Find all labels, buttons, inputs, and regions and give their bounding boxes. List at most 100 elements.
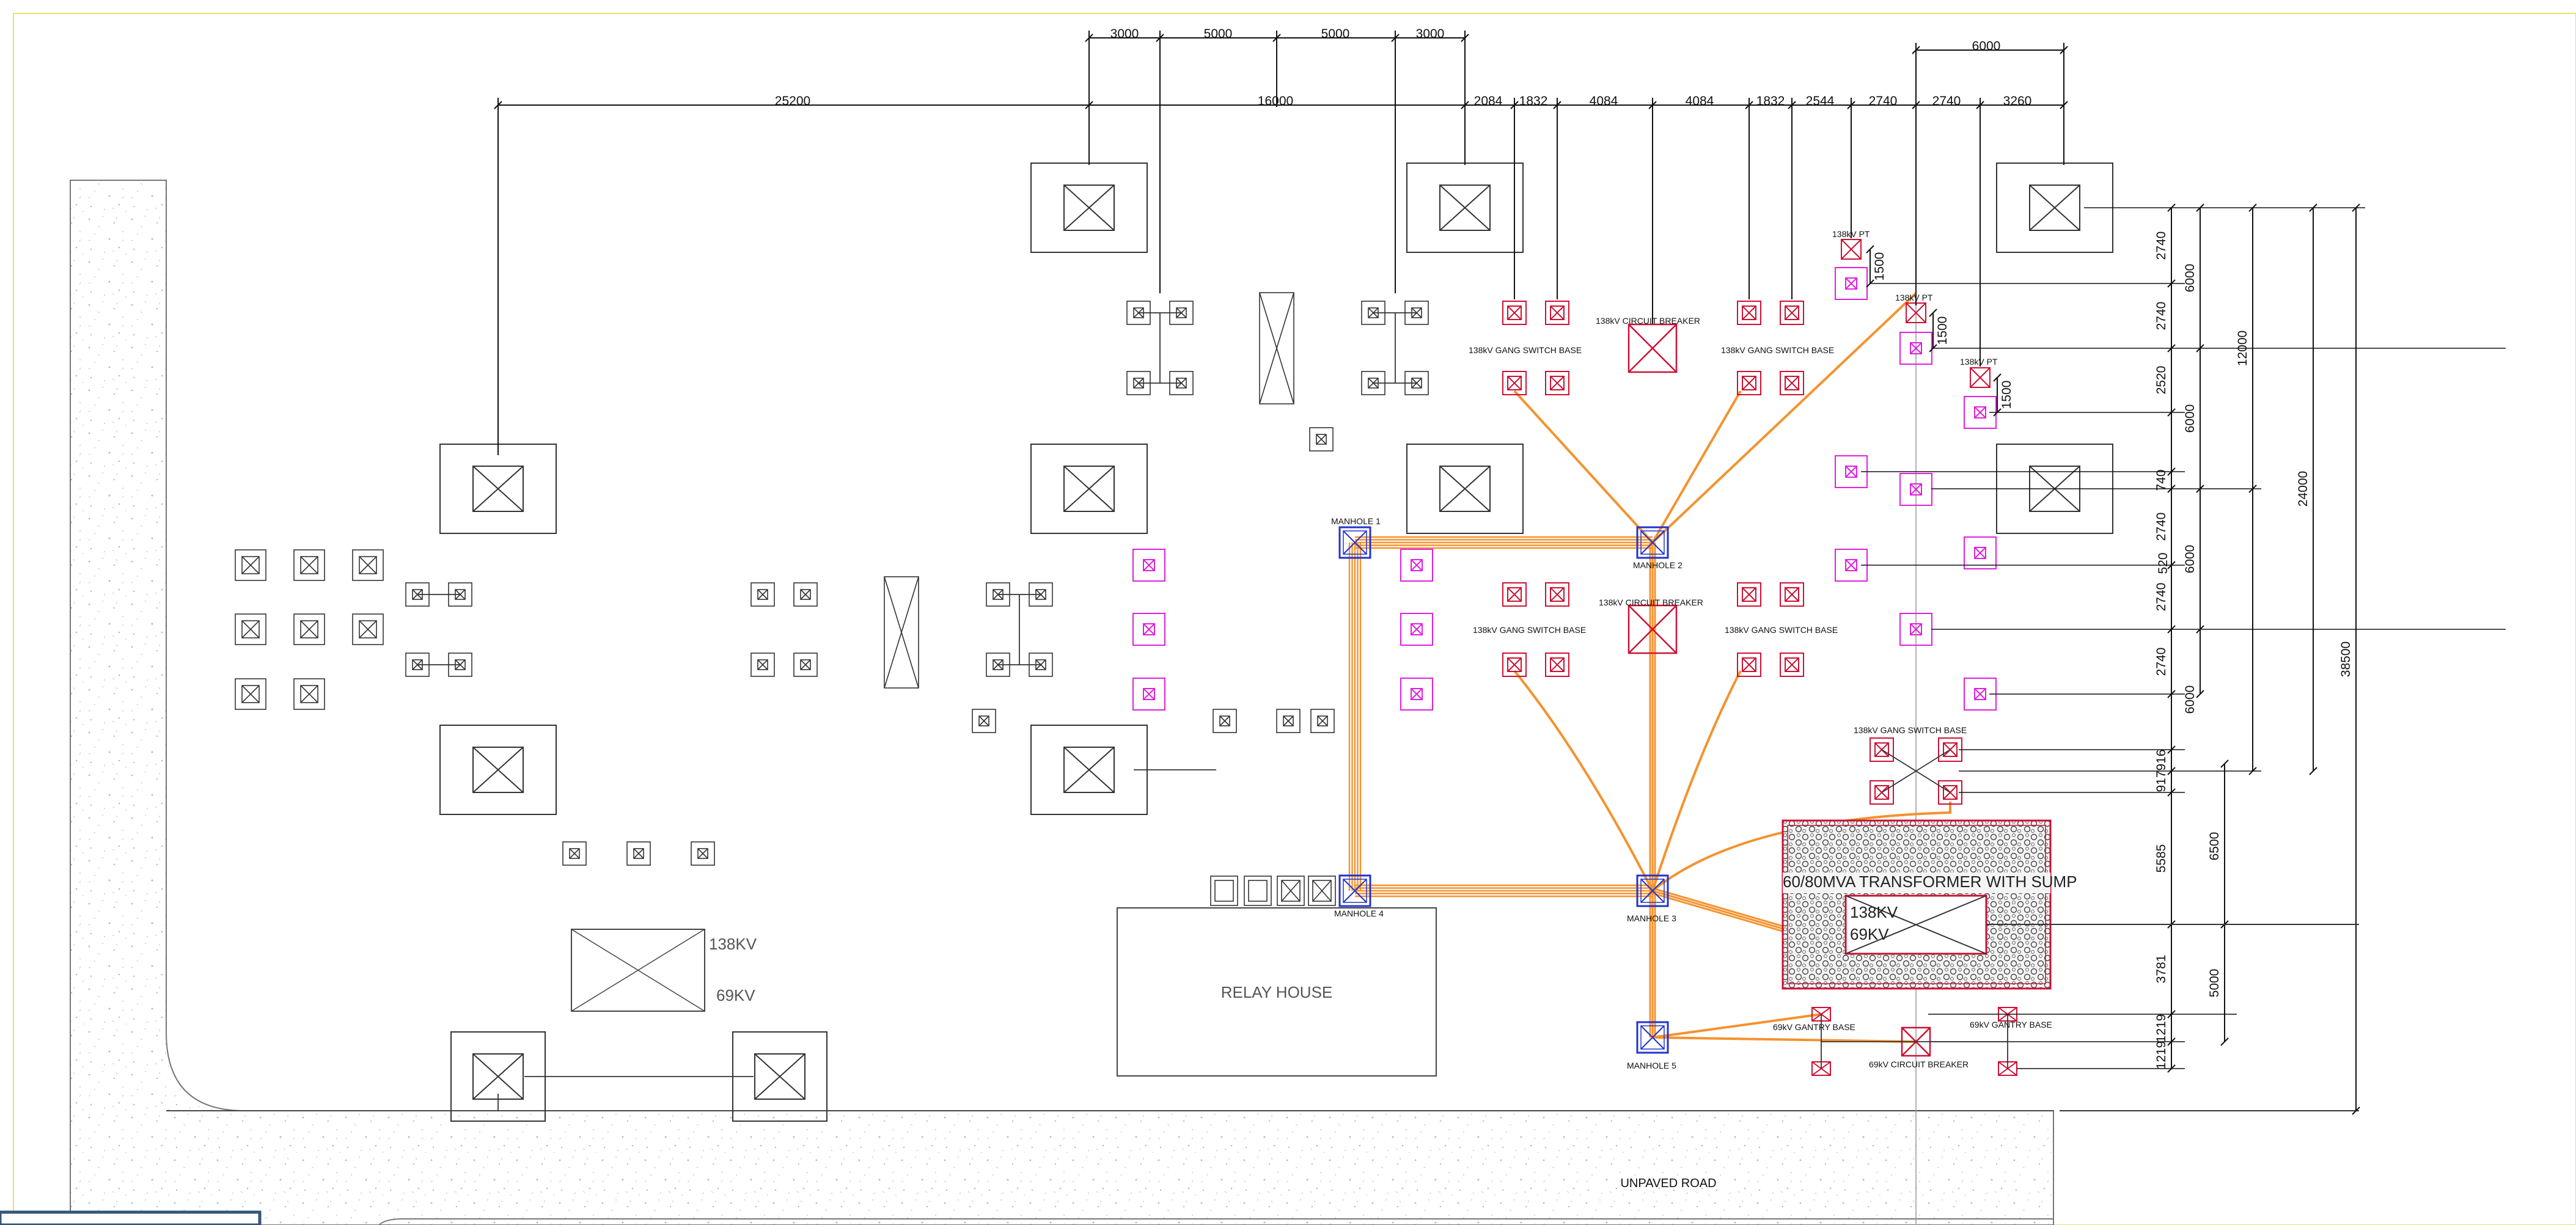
small-foundation-2 — [352, 549, 384, 581]
pt-dim-tick-a-0 — [1866, 245, 1874, 254]
pt-dim-1: 1500 — [1936, 316, 1950, 345]
breaker-69-label: 69kV CIRCUIT BREAKER — [1869, 1059, 1969, 1069]
magenta-base-0 — [1132, 549, 1165, 582]
foundation-5 — [1406, 444, 1524, 534]
magenta-base-6 — [1835, 267, 1868, 300]
gang-switch-1-label: 138kV GANG SWITCH BASE — [1469, 345, 1582, 355]
red-base-13 — [1780, 582, 1804, 607]
relay-box-inner-1 — [1248, 880, 1268, 902]
dim-top2-4: 4084 — [1590, 94, 1618, 108]
dim-tick-right2b-2 — [2220, 1037, 2229, 1046]
small-foundation-33 — [626, 841, 651, 866]
dim-top2-1: 16000 — [1258, 94, 1293, 108]
dim-right4-0: 24000 — [2296, 471, 2310, 506]
dim-top2-8: 2740 — [1869, 94, 1898, 108]
gang-switch-4-label: 138kV GANG SWITCH BASE — [1725, 625, 1838, 635]
small-foundation-5 — [352, 613, 384, 645]
dim-right1-4: 740 — [2154, 469, 2168, 491]
small-foundation-29 — [1213, 709, 1237, 733]
annotations: MANHOLE 1 MANHOLE 2 MANHOLE 3 MANHOLE 4 … — [775, 27, 2353, 1190]
new-pt-bases — [1132, 267, 1997, 711]
foundation-1 — [1406, 163, 1524, 253]
magenta-base-10 — [1899, 473, 1932, 506]
dim-tick-right2b-0 — [2220, 759, 2229, 768]
dim-top-6000: 6000 — [1972, 39, 2001, 53]
red-base-10 — [1502, 653, 1527, 677]
road-edge — [378, 1218, 2053, 1225]
red-base-3 — [1545, 371, 1569, 395]
red-base-15 — [1780, 653, 1804, 677]
foundation-3 — [439, 444, 557, 534]
existing-xfmr-hv-label: 138KV — [709, 935, 757, 953]
red-base-2 — [1502, 371, 1527, 395]
dim-tick-top1-4 — [1461, 34, 1469, 42]
small-foundation-13 — [793, 582, 818, 607]
transformer-sump: 60/80MVA TRANSFORMER WITH SUMP 138KV 69K… — [1782, 819, 2359, 990]
manhole-2-label: MANHOLE 2 — [1633, 560, 1682, 570]
tall-device-1 — [884, 576, 919, 689]
dim-right1-2: 2520 — [2154, 366, 2168, 395]
small-foundation-14 — [750, 653, 775, 677]
transformer-lv-label: 69KV — [1850, 925, 1889, 943]
relay-box-inner-3 — [1312, 880, 1332, 902]
manhole-4-label: MANHOLE 4 — [1334, 909, 1384, 918]
relay-box-2 — [1277, 876, 1305, 906]
gang-switch-3-label: 138kV GANG SWITCH BASE — [1473, 625, 1586, 635]
connector-lines — [417, 312, 2008, 1111]
conduit-runs — [1348, 292, 1951, 1043]
conduit-mh5-gantry — [1652, 1013, 1822, 1039]
relay-box-3 — [1308, 876, 1336, 906]
gang-switch-2-label: 138kV GANG SWITCH BASE — [1721, 345, 1834, 355]
small-foundation-7 — [293, 678, 325, 710]
small-foundation-32 — [562, 841, 587, 866]
foundation-8 — [1030, 725, 1148, 815]
switch5-diag-1 — [1881, 749, 1951, 793]
breaker-138-b-label: 138kV CIRCUIT BREAKER — [1599, 598, 1703, 607]
red-base-12 — [1737, 582, 1761, 607]
dim-right1-12: 3781 — [2154, 955, 2168, 984]
pt-2-label: 138kV PT — [1895, 293, 1933, 302]
dim-top2-5: 4084 — [1686, 94, 1714, 108]
small-foundations — [235, 292, 1429, 906]
red-base-1 — [1545, 301, 1569, 325]
relay-box-0 — [1210, 876, 1238, 906]
dim-right2-3: 6000 — [2183, 686, 2197, 714]
gang-switch-5-label: 138kV GANG SWITCH BASE — [1854, 725, 1967, 735]
dim-right1-9: 916 — [2154, 749, 2168, 770]
new-switch-bases — [1502, 239, 2017, 1076]
dim-right2-1: 6000 — [2183, 404, 2197, 433]
conduit-mh5-breaker — [1652, 1036, 1917, 1043]
manhole-3 — [1636, 874, 1669, 907]
dim-top2-7: 2544 — [1806, 94, 1835, 108]
manhole-5-label: MANHOLE 5 — [1627, 1061, 1676, 1070]
dim-right1-520: 520 — [2156, 552, 2170, 574]
pt-dim-tick-b-1 — [1929, 344, 1937, 353]
pt-dim-2: 1500 — [2000, 381, 2014, 409]
dimension-lines — [494, 31, 2506, 1115]
breaker-138-a-label: 138kV CIRCUIT BREAKER — [1596, 316, 1700, 326]
dim-right1-13: 1219 — [2154, 1014, 2168, 1043]
foundation-7 — [439, 725, 557, 815]
red-base-6 — [1737, 371, 1761, 395]
title-block — [0, 1210, 262, 1225]
conduit-mh2-fan-1 — [1651, 390, 1742, 544]
dim-tick-right2-4 — [2196, 690, 2204, 698]
red-base-11 — [1545, 653, 1569, 677]
magenta-base-2 — [1132, 678, 1165, 711]
small-foundation-12 — [750, 582, 775, 607]
magenta-base-1 — [1132, 613, 1165, 646]
red-base-4 — [1737, 301, 1761, 325]
dim-right2-5: 5000 — [2207, 969, 2222, 998]
dim-right1-11: 5585 — [2154, 844, 2168, 873]
small-foundation-15 — [793, 653, 818, 677]
pt-dim-tick-a-1 — [1929, 309, 1937, 317]
dim-right1-1: 2740 — [2154, 302, 2168, 331]
breaker-138-b — [1627, 604, 1678, 654]
gravel-area — [70, 180, 2054, 1225]
dim-right5-0: 38500 — [2339, 642, 2353, 677]
relay-box-1 — [1244, 876, 1272, 906]
relay-house-label: RELAY HOUSE — [1221, 983, 1333, 1001]
magenta-base-3 — [1400, 549, 1433, 582]
small-foundation-3 — [235, 613, 266, 645]
